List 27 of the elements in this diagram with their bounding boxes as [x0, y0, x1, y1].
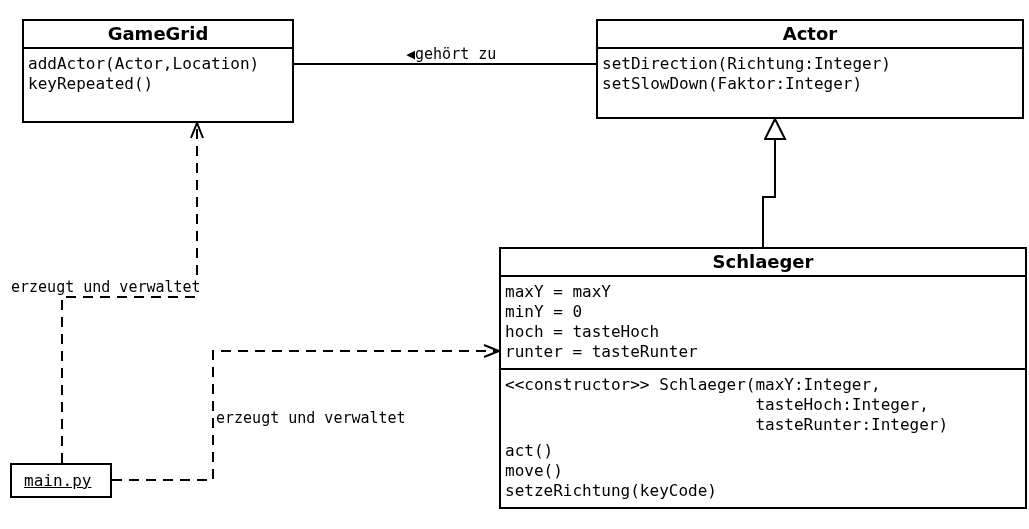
class-box — [596, 19, 1024, 119]
generalization-arrow — [762, 118, 786, 248]
object-name: main.py — [23, 470, 93, 492]
class-box — [499, 247, 1027, 509]
method-signature: setzeRichtung(keyCode) — [505, 481, 717, 501]
dependency-arrow — [61, 122, 204, 464]
class-name: Schlaeger — [711, 250, 815, 274]
attribute-declaration: maxY = maxY — [505, 282, 611, 302]
method-signature: move() — [505, 461, 563, 481]
attribute-declaration: minY = 0 — [505, 302, 583, 322]
edge-label: ◀gehört zu — [405, 45, 498, 63]
class-name: Actor — [781, 22, 839, 46]
class-box — [22, 19, 294, 123]
method-signature: <<constructor>> Schlaeger(maxY:Integer, tasteHoch:Integer, tasteRunter:Integer) — [505, 375, 950, 435]
method-signature: addActor(Actor,Location) — [28, 54, 260, 74]
method-signature: keyRepeated() — [28, 74, 154, 94]
method-signature: setSlowDown(Faktor:Integer) — [602, 74, 863, 94]
edge-label: erzeugt und verwaltet — [10, 278, 202, 296]
attribute-declaration: hoch = tasteHoch — [505, 322, 660, 342]
association-line — [293, 63, 597, 65]
object-box — [10, 463, 112, 498]
edge-label: erzeugt und verwaltet — [215, 409, 407, 427]
attribute-declaration: runter = tasteRunter — [505, 342, 698, 362]
method-signature: act() — [505, 441, 554, 461]
dependency-arrow — [111, 344, 500, 481]
method-signature: setDirection(Richtung:Integer) — [602, 54, 891, 74]
class-name: GameGrid — [106, 22, 210, 46]
